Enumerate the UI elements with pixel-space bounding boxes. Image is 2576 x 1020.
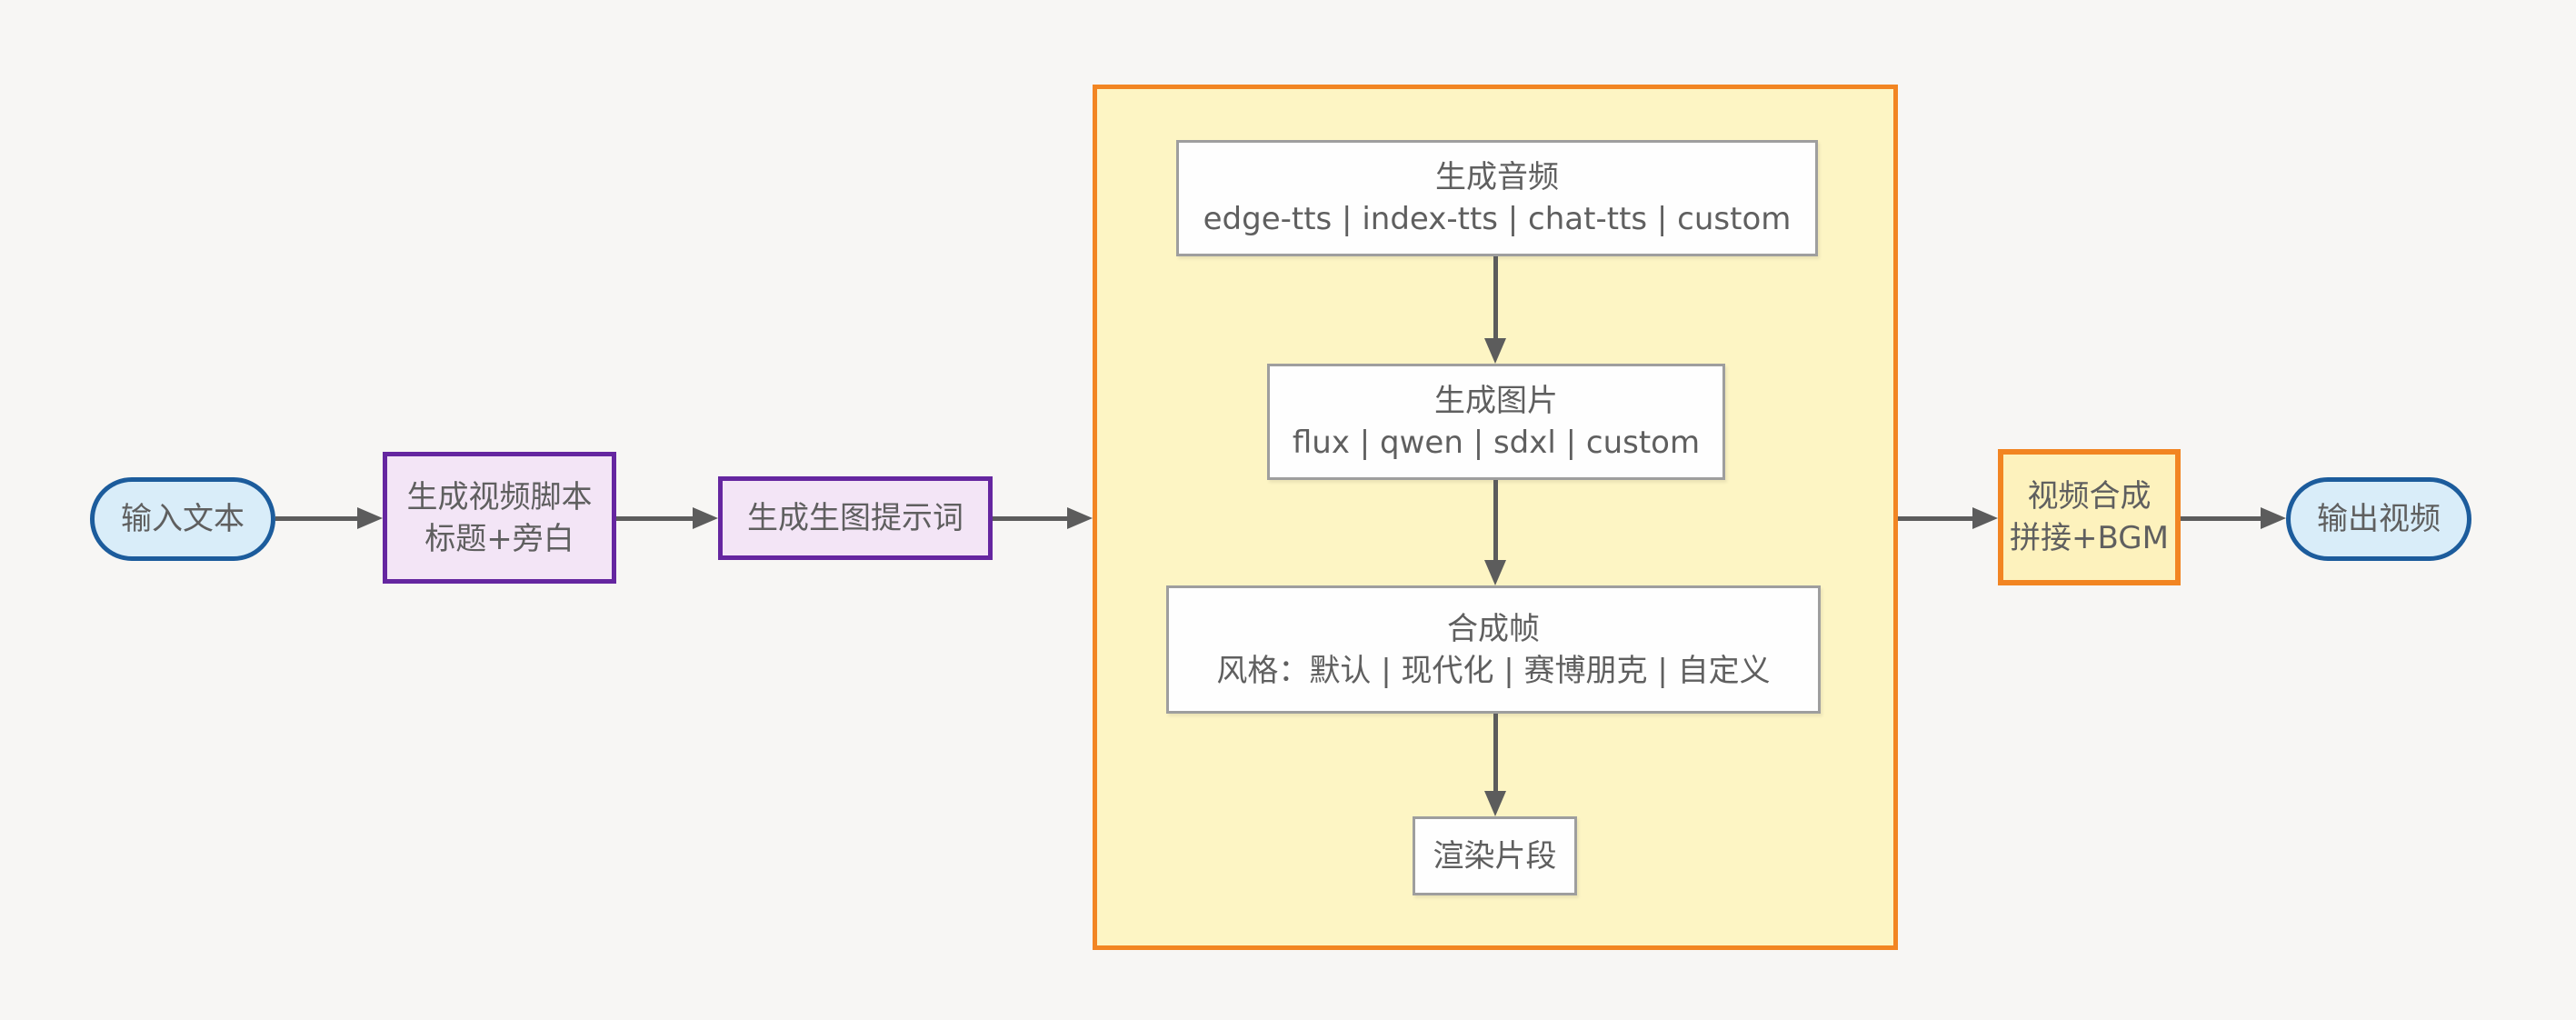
node-gen-image-models: flux | qwen | sdxl | custom: [1292, 425, 1701, 461]
arrow-script-to-prompt: [616, 507, 718, 529]
node-render-clips: 渲染片段: [1413, 816, 1577, 895]
arrow-image-to-frames: [1484, 480, 1506, 585]
node-gen-image-title: 生成图片: [1434, 383, 1558, 419]
node-compose-frames: 合成帧 风格：默认 | 现代化 | 赛博朋克 | 自定义: [1166, 585, 1821, 714]
node-compose-frames-title: 合成帧: [1447, 610, 1540, 647]
node-compose-frames-styles: 风格：默认 | 现代化 | 赛博朋克 | 自定义: [1216, 652, 1771, 689]
node-gen-script-title: 生成视频脚本: [406, 478, 593, 515]
node-gen-script: 生成视频脚本 标题+旁白: [383, 452, 616, 584]
node-gen-image: 生成图片 flux | qwen | sdxl | custom: [1267, 364, 1725, 480]
arrow-compose-to-output: [2181, 507, 2286, 529]
arrow-input-to-script: [275, 507, 383, 529]
node-output-video-label: 输出视频: [2317, 501, 2441, 537]
node-input-text-label: 输入文本: [121, 501, 245, 537]
node-gen-script-subtitle: 标题+旁白: [424, 520, 574, 557]
arrow-frames-to-render: [1484, 714, 1506, 816]
node-input-text: 输入文本: [90, 477, 275, 561]
node-video-compose: 视频合成 拼接+BGM: [1998, 449, 2181, 585]
node-video-compose-subtitle: 拼接+BGM: [2010, 520, 2169, 556]
node-output-video: 输出视频: [2286, 477, 2471, 561]
node-gen-audio: 生成音频 edge-tts | index-tts | chat-tts | c…: [1176, 140, 1818, 256]
arrow-prompt-to-pipeline: [993, 507, 1093, 529]
node-video-compose-title: 视频合成: [2027, 478, 2152, 515]
arrow-audio-to-image: [1484, 256, 1506, 364]
node-render-clips-label: 渲染片段: [1433, 837, 1557, 875]
node-gen-audio-title: 生成音频: [1435, 159, 1559, 195]
node-gen-prompt: 生成生图提示词: [718, 476, 993, 560]
arrow-pipeline-to-compose: [1898, 507, 1998, 529]
node-gen-prompt-label: 生成生图提示词: [747, 500, 964, 536]
node-gen-audio-engines: edge-tts | index-tts | chat-tts | custom: [1203, 201, 1792, 237]
